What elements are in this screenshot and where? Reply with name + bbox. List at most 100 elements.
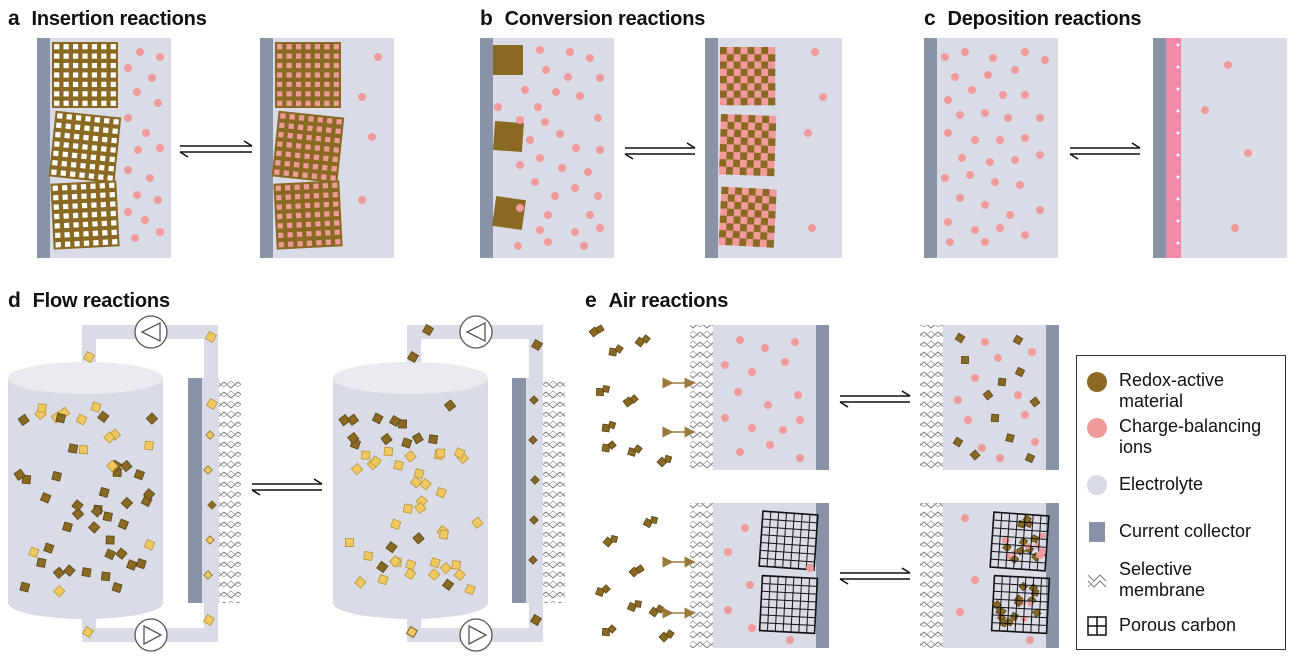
ion <box>544 238 552 246</box>
lattice-site <box>63 53 69 59</box>
carbon-frame <box>989 511 1050 572</box>
lattice-site <box>313 192 320 199</box>
ion <box>1011 156 1019 164</box>
lattice-site <box>112 128 118 135</box>
checker-cell <box>753 152 762 161</box>
checker-cell <box>747 209 756 218</box>
lattice-site <box>61 160 68 167</box>
lattice-site <box>333 53 339 59</box>
lattice-site <box>295 44 302 50</box>
carbon-gridline <box>761 534 817 539</box>
lattice-site <box>307 125 313 132</box>
lattice-site <box>286 213 292 219</box>
particle <box>203 570 213 580</box>
lattice-site <box>55 131 61 138</box>
checker-cell <box>733 152 741 161</box>
lattice-site <box>91 211 98 218</box>
particle <box>133 469 146 481</box>
checker-cell <box>753 231 761 240</box>
lattice-site <box>90 192 97 199</box>
legend-label: Current collector <box>1119 521 1252 541</box>
checker-cell <box>760 145 769 154</box>
lattice-site <box>110 210 116 217</box>
checker-cell <box>732 159 741 168</box>
legend-label: Selective membrane <box>1119 559 1206 600</box>
legend-label: Charge-balancing ions <box>1119 416 1262 457</box>
lattice-site <box>62 203 69 210</box>
particle <box>111 582 123 594</box>
ions-in-electrolyte <box>1201 61 1252 232</box>
checker-cell <box>754 83 762 91</box>
checker-cell <box>762 188 770 197</box>
checker-cell <box>733 83 741 91</box>
lattice-site <box>316 240 322 246</box>
checker-cell <box>720 201 728 209</box>
lattice-site <box>324 62 330 69</box>
particle <box>43 542 55 554</box>
electrolyte-swatch-icon <box>1087 475 1107 495</box>
checker-cell <box>734 194 743 203</box>
lattice-site <box>54 62 60 69</box>
carbon-gridline <box>992 606 1048 611</box>
particle <box>404 450 417 463</box>
current-collector <box>480 38 493 258</box>
particle <box>1029 396 1041 408</box>
deposit-dot <box>1176 241 1180 245</box>
ion <box>1004 114 1012 122</box>
checker-cell <box>740 216 748 225</box>
checker-cell <box>761 210 769 219</box>
host-lattice-filled <box>271 42 345 250</box>
lattice-site <box>305 62 311 69</box>
particle <box>97 410 110 423</box>
lattice-site <box>63 100 69 106</box>
collector-swatch-icon <box>1089 522 1105 542</box>
lattice-site <box>72 53 79 59</box>
lattice-site <box>314 202 320 208</box>
lattice-site <box>99 183 106 189</box>
ion <box>944 96 952 104</box>
checker-cell <box>732 167 741 176</box>
particle <box>143 539 156 551</box>
checker-cell <box>748 122 756 131</box>
checker-cell <box>755 188 764 197</box>
legend-label: Electrolyte <box>1119 474 1204 494</box>
lattice-site <box>315 221 321 227</box>
checker-cell <box>768 130 776 139</box>
particle <box>954 332 966 344</box>
checker-cell <box>733 90 741 99</box>
checker-cell <box>746 159 755 169</box>
checker-cell <box>718 237 727 246</box>
lattice-site <box>314 211 321 218</box>
legend-item-carbon: Porous carbon <box>1085 614 1236 638</box>
checker-cell <box>768 47 776 55</box>
deposit-dot <box>1176 219 1180 223</box>
carbon-gridline <box>1022 577 1027 633</box>
legend-item-collector: Current collector <box>1085 520 1251 544</box>
lattice-site <box>82 221 89 228</box>
particle <box>635 564 645 574</box>
lattice-site <box>333 72 339 78</box>
particle <box>105 535 115 545</box>
lattice-block <box>52 42 118 108</box>
lattice-site <box>325 230 331 236</box>
checker-cell <box>740 97 748 106</box>
lattice-site <box>277 62 283 69</box>
particle <box>626 601 638 613</box>
checker-cell <box>720 136 728 145</box>
checker-cell <box>747 97 755 106</box>
checker-cell <box>754 90 762 99</box>
panel-title: Insertion reactions <box>31 8 207 30</box>
checker-cell <box>746 167 754 176</box>
lattice-site <box>72 81 79 88</box>
current-collector <box>37 38 50 258</box>
carbon-gridline <box>762 518 818 524</box>
particle <box>398 419 408 429</box>
lattice-site <box>296 133 303 140</box>
carbon-gridline <box>1036 515 1042 571</box>
checker-cell <box>739 238 747 247</box>
lattice-site <box>108 165 115 172</box>
lattice-site <box>293 161 300 168</box>
checker-cell <box>720 90 728 99</box>
checker-cell <box>753 160 762 169</box>
